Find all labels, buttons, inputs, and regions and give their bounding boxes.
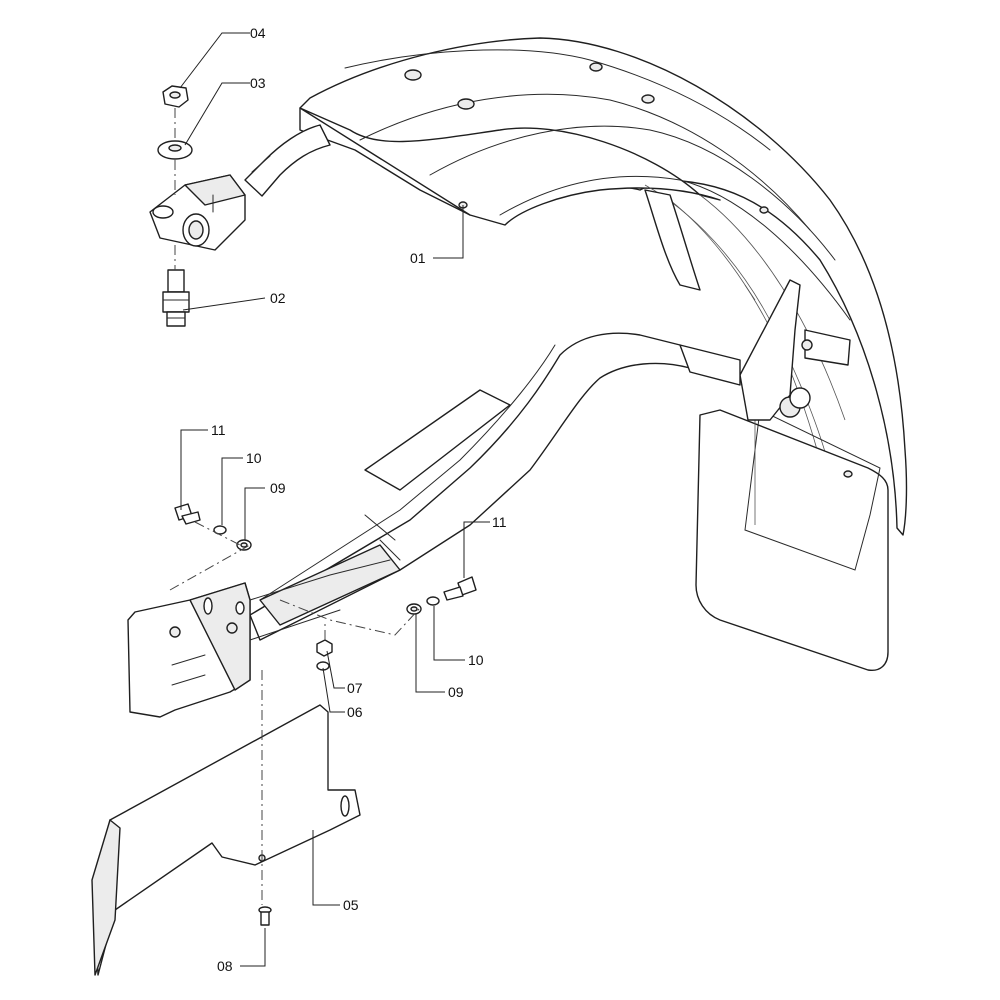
callout-10-right: 10: [468, 652, 484, 668]
callout-08: 08: [217, 958, 233, 974]
callout-03: 03: [250, 75, 266, 91]
guard-plate-part-05: [91, 704, 361, 976]
callout-10-left: 10: [246, 450, 262, 466]
callout-06: 06: [347, 704, 363, 720]
washer-part-09-left: [236, 539, 252, 551]
bolt-part-11-right: [443, 576, 477, 601]
callout-01: 01: [410, 250, 426, 266]
fender-clamp: [679, 279, 851, 421]
callout-07: 07: [347, 680, 363, 696]
mounting-plate: [127, 559, 391, 718]
callout-11-left: 11: [211, 422, 226, 438]
callout-09-left: 09: [270, 480, 286, 496]
assembly-axes: [169, 108, 421, 905]
bolt-part-02: [162, 269, 190, 327]
callout-05: 05: [343, 897, 359, 913]
callout-11-right: 11: [492, 514, 507, 530]
hinge-bracket: [149, 174, 246, 251]
nut-part-04: [162, 85, 189, 108]
screw-part-08: [258, 906, 272, 926]
support-arm: [244, 124, 691, 641]
washer-part-03: [157, 140, 193, 160]
callout-04: 04: [250, 25, 266, 41]
callout-02: 02: [270, 290, 286, 306]
nut-part-07: [316, 639, 333, 657]
mudflap: [695, 409, 889, 672]
callout-09-right: 09: [448, 684, 464, 700]
washer-part-10-left: [213, 525, 227, 535]
bolt-part-11-left: [174, 503, 201, 525]
washer-part-10-right: [426, 596, 440, 606]
leader-lines: [179, 32, 490, 967]
fender-part-01: [299, 37, 908, 536]
